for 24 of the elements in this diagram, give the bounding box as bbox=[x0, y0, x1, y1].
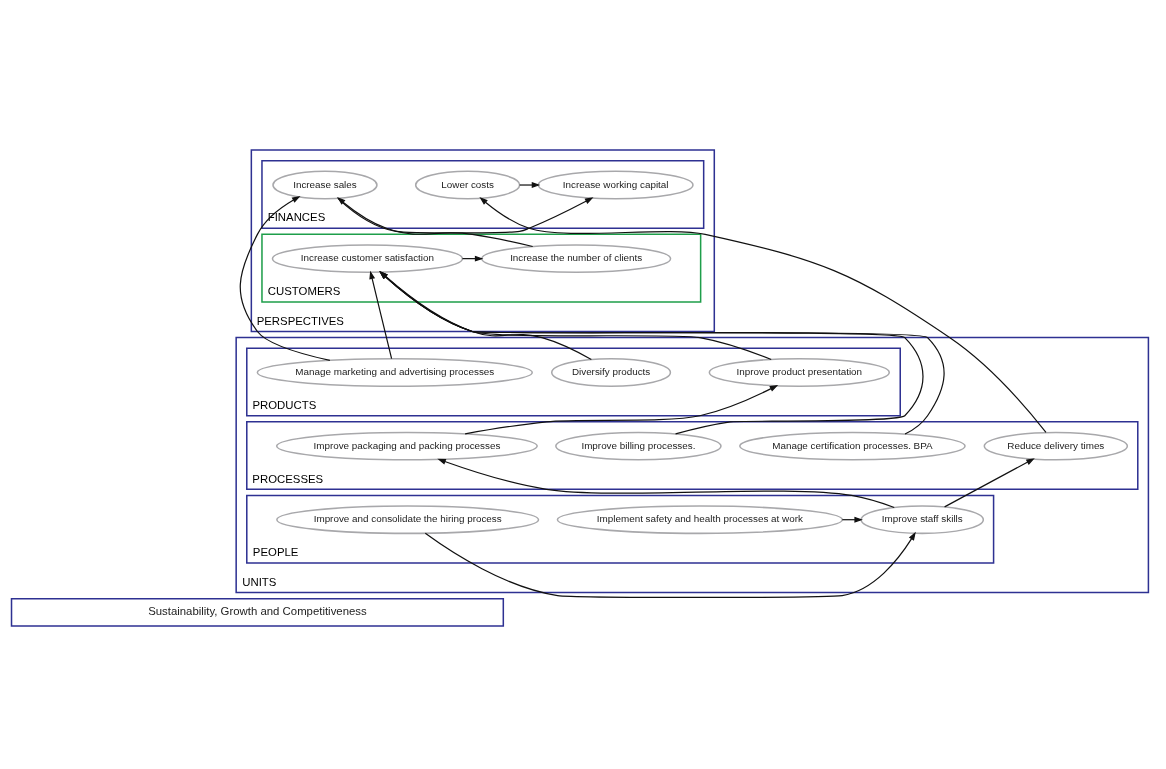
node-ellipse: Manage marketing and advertising processes bbox=[256, 357, 533, 387]
arrow bbox=[519, 181, 541, 188]
node-ellipse: Improve packaging and packing processes bbox=[275, 431, 538, 460]
node-ellipse: Inprove product presentation bbox=[708, 357, 890, 387]
node-ellipse: Increase customer satisfaction bbox=[271, 243, 464, 273]
node-ellipse: Improve and consolidate the hiring process bbox=[276, 504, 540, 534]
node-ellipse: Implement safety and health processes at work bbox=[556, 504, 844, 534]
arrow bbox=[944, 457, 1035, 507]
node-ellipse: Reduce delivery times bbox=[983, 431, 1129, 460]
node-ellipse: Manage certification processes. BPA bbox=[739, 431, 966, 460]
arrow bbox=[337, 196, 534, 247]
arrow bbox=[379, 270, 592, 360]
node-ellipse: Increase working capital bbox=[537, 170, 694, 199]
arrow bbox=[479, 196, 1047, 433]
node-ellipse: Lower costs bbox=[414, 170, 521, 199]
node-ellipse: Improve billing processes. bbox=[555, 431, 722, 460]
arrow bbox=[369, 270, 393, 359]
node-ellipse: Increase the number of clients bbox=[481, 243, 672, 273]
node-ellipse: Improve staff skills bbox=[860, 504, 985, 534]
node-box: Sustainability, Growth and Competitiveness bbox=[10, 597, 505, 627]
arrow bbox=[424, 531, 916, 598]
node-ellipse: Diversify products bbox=[551, 357, 672, 387]
arrow bbox=[337, 196, 594, 233]
node-ellipse: Increase sales bbox=[272, 170, 378, 199]
